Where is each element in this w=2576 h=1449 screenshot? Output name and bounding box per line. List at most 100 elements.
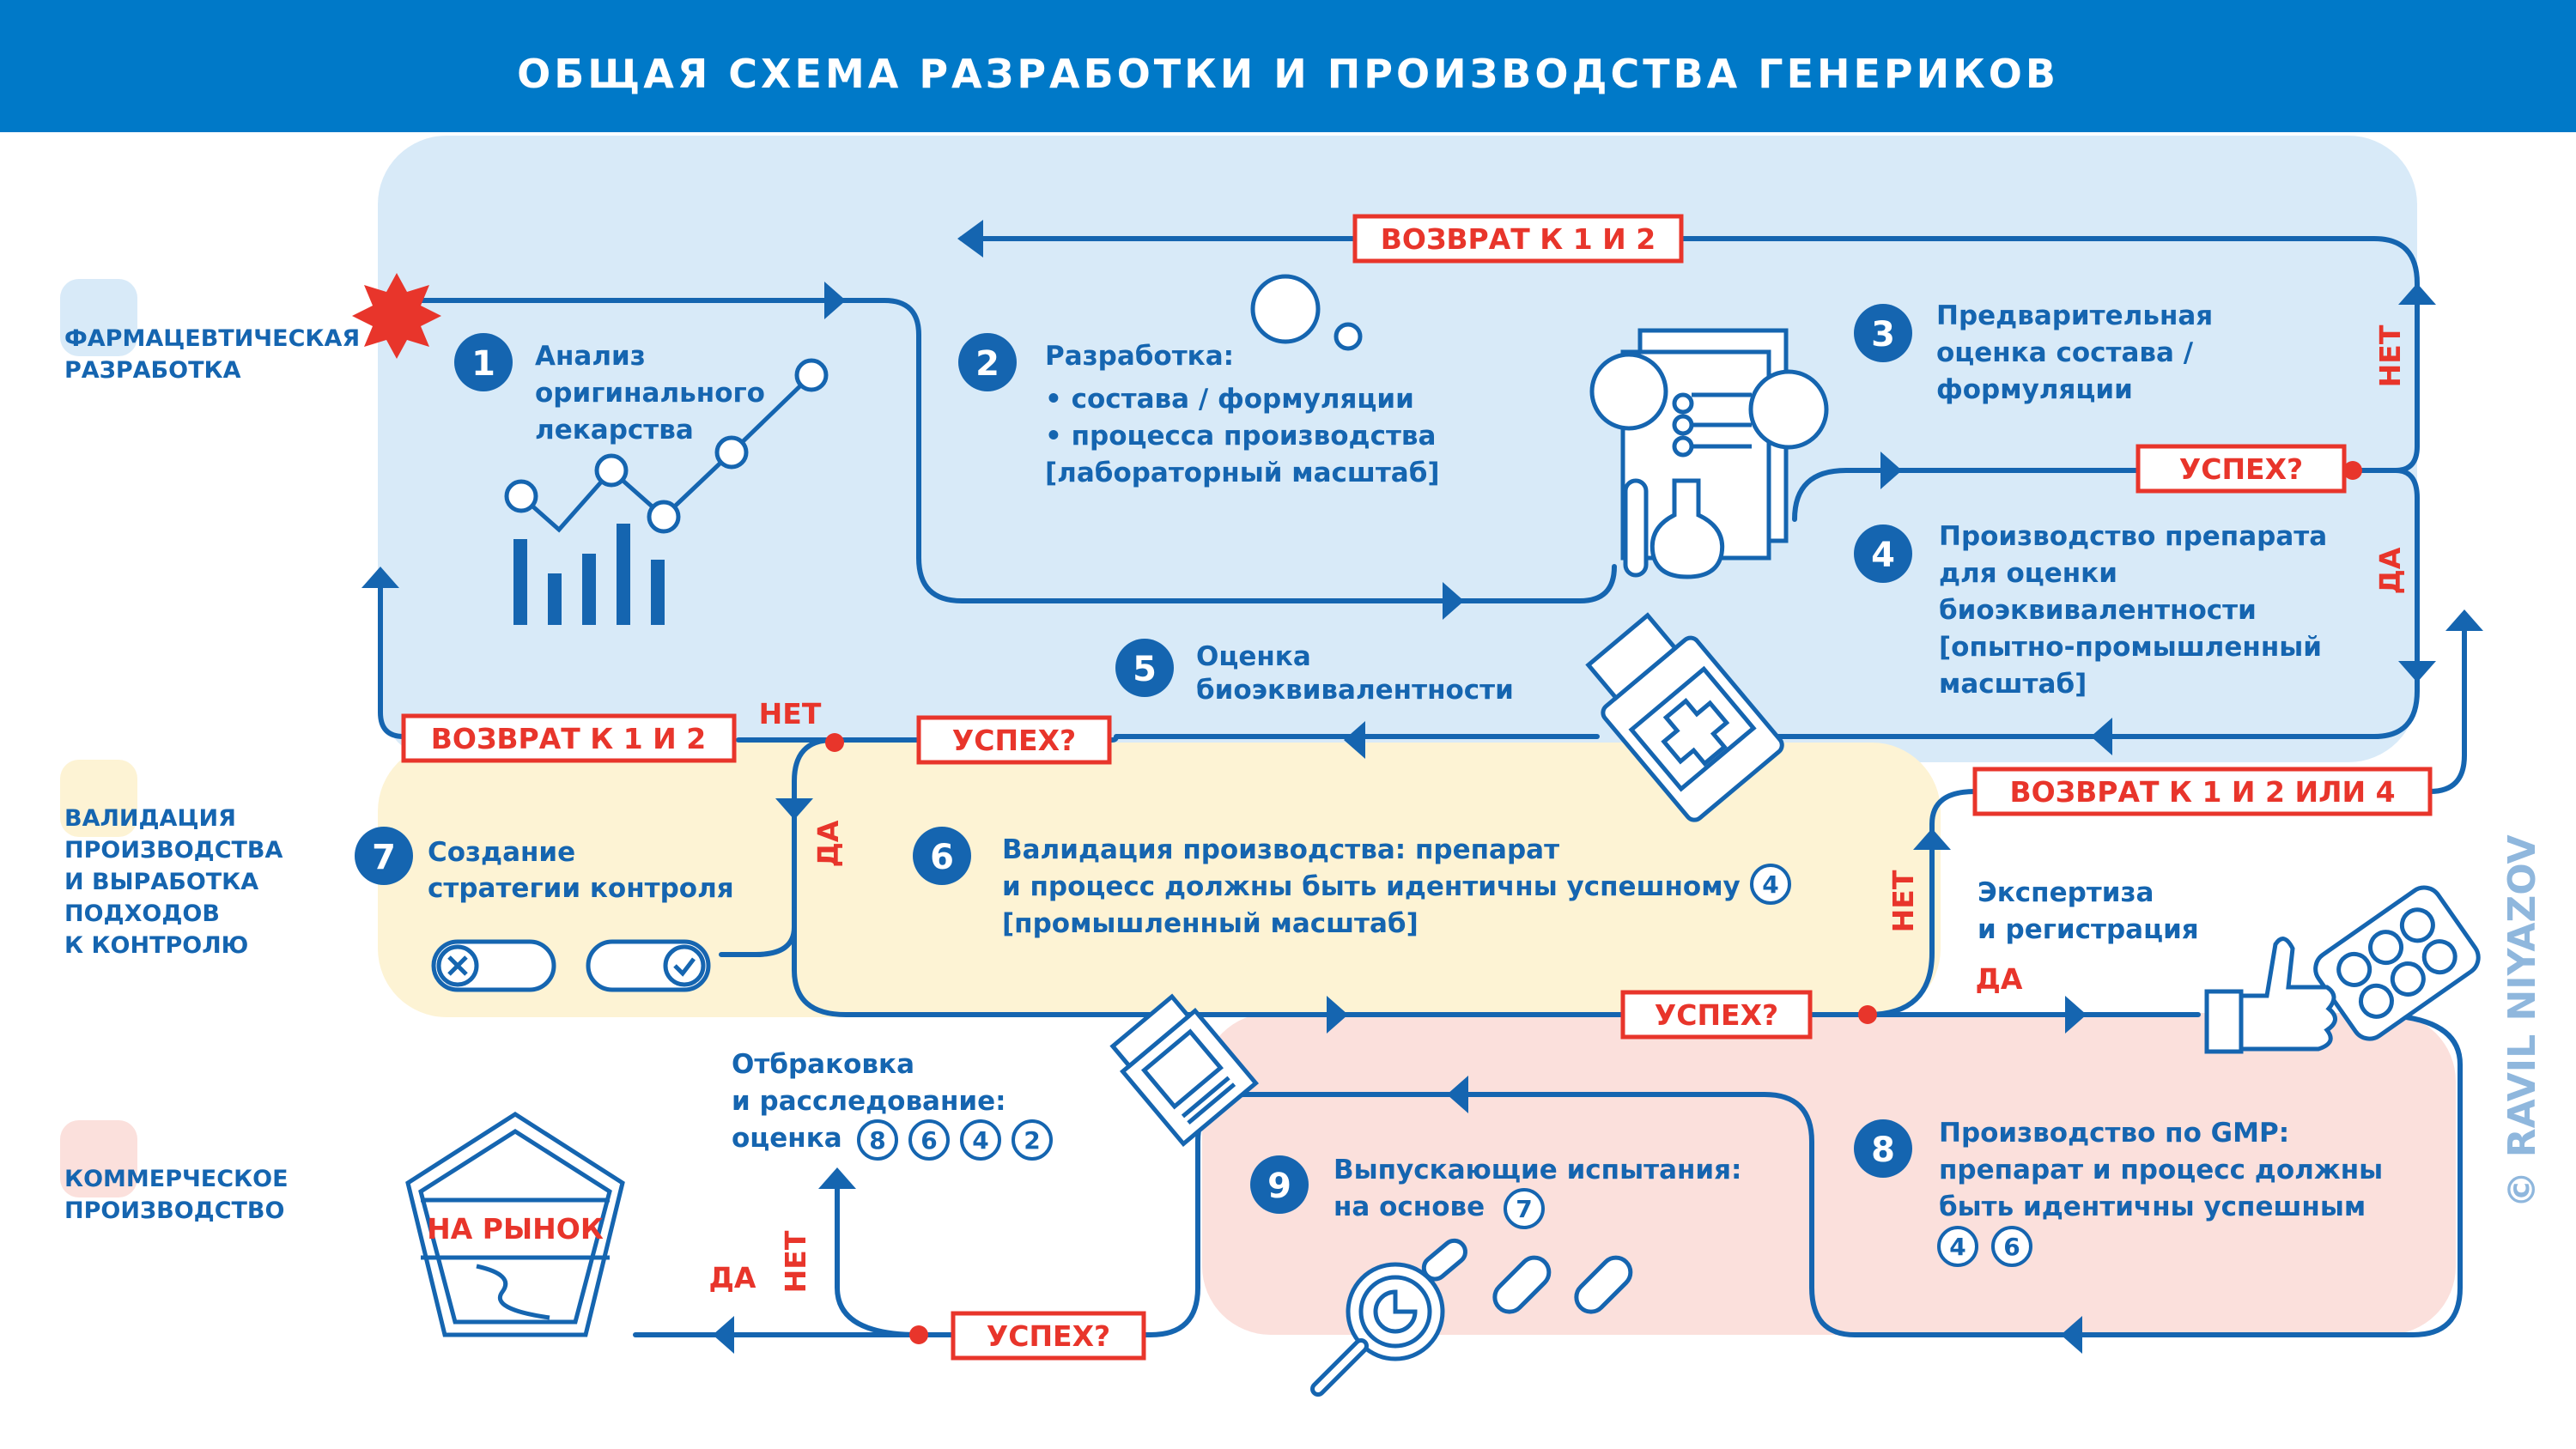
flow-line-1-2 — [384, 298, 1617, 603]
no-6-label: НЕТ — [1886, 870, 1920, 932]
step-1-line-1: Анализ — [535, 341, 646, 372]
step-3-line-3: формуляции — [1936, 374, 2133, 405]
arrow-up — [818, 1167, 856, 1189]
ref-circle-step8-b — [1991, 1226, 2032, 1267]
bubbles-icon — [1250, 274, 1363, 351]
ref-rej-8: 8 — [869, 1126, 885, 1155]
return-right-label: ВОЗВРАТ К 1 И 2 ИЛИ 4 — [2009, 775, 2395, 809]
success-5-box — [916, 715, 1112, 765]
step-5-badge — [1115, 639, 1174, 697]
step-6-line-3: [промышленный масштаб] — [1002, 908, 1419, 939]
arrow-left — [2091, 718, 2112, 755]
step-2-text: Разработка: • состава / формуляции • про… — [1045, 341, 1445, 488]
thumbs-up-blister-icon — [2204, 885, 2481, 1054]
step-3-badge — [1854, 304, 1912, 362]
step-9-line-2: на основе — [1334, 1191, 1485, 1222]
no-9-label: НЕТ — [779, 1230, 812, 1293]
step-4-line-5: масштаб] — [1939, 669, 2087, 700]
step-6-badge — [913, 827, 971, 885]
legend-swatch-pharma — [60, 279, 137, 356]
step-2-number: 2 — [975, 344, 999, 384]
ref-step8-4: 4 — [1949, 1233, 1965, 1261]
arrow-up — [2445, 609, 2483, 631]
legend-validation-line-2: ПРОИЗВОДСТВА — [64, 837, 283, 864]
step-4-line-1: Производство препарата — [1939, 521, 2327, 552]
step-3-line-1: Предварительная — [1936, 300, 2213, 331]
step-8-number: 8 — [1871, 1131, 1895, 1170]
ref-circle-step9 — [1504, 1188, 1545, 1229]
flow-line-6-no — [1865, 615, 2467, 1017]
ref-rej-6: 6 — [920, 1126, 937, 1155]
arrow-down — [2398, 661, 2436, 682]
yes-9-label: ДА — [709, 1261, 756, 1294]
arrow-left — [1344, 721, 1365, 759]
step-8-text: Производство по GMP: препарат и процесс … — [1939, 1118, 2392, 1222]
legend-validation-line-5: К КОНТРОЛЮ — [64, 932, 248, 959]
arrow-right — [1443, 582, 1464, 620]
expertise-line-1: Экспертиза — [1978, 877, 2154, 908]
start-burst-icon — [352, 273, 441, 359]
step-4-badge — [1854, 524, 1912, 583]
step-4-line-2: для оценки — [1939, 558, 2117, 589]
step-7-badge — [355, 827, 413, 885]
return-right-box — [1972, 767, 2433, 816]
arrow-right — [2065, 996, 2087, 1034]
decision-dot — [909, 1325, 928, 1344]
return-top-label: ВОЗВРАТ К 1 И 2 — [1381, 222, 1656, 256]
legend-swatch-validation — [60, 760, 137, 837]
expertise-line-2: и регистрация — [1978, 914, 2199, 945]
market-label: НА РЫНОК — [427, 1212, 604, 1246]
legend-validation-line-1: ВАЛИДАЦИЯ — [64, 805, 236, 832]
legend-commercial-line-1: КОММЕРЧЕСКОЕ — [64, 1166, 289, 1192]
legend-commercial-line-2: ПРОИЗВОДСТВО — [64, 1197, 284, 1224]
step-2-line-2: • состава / формуляции — [1045, 384, 1414, 415]
magnifier-capsules-icon — [1310, 1238, 1633, 1397]
ref-step8-6: 6 — [2003, 1233, 2020, 1261]
step-7-number: 7 — [372, 838, 396, 877]
ref-circle-rej-b — [908, 1119, 950, 1161]
legend-pharma-line-2: РАЗРАБОТКА — [64, 357, 241, 384]
ref-circle-rej-a — [857, 1119, 898, 1161]
yes-6-label: ДА — [1976, 962, 2023, 996]
toggle-pills-icon — [431, 939, 711, 992]
decision-dot — [2343, 461, 2362, 480]
arrow-down — [775, 798, 813, 820]
step-2-line-4: [лабораторный масштаб] — [1045, 458, 1440, 488]
product-box-icon — [1109, 993, 1260, 1148]
legend-validation-line-4: ПОДХОДОВ — [64, 900, 220, 927]
arrow-left — [2061, 1316, 2082, 1354]
legend-validation: ВАЛИДАЦИЯ ПРОИЗВОДСТВА И ВЫРАБОТКА ПОДХО… — [64, 805, 291, 959]
arrow-right — [1327, 996, 1348, 1034]
legend-commercial: КОММЕРЧЕСКОЕ ПРОИЗВОДСТВО — [64, 1166, 296, 1224]
success-5-label: УСПЕХ? — [952, 724, 1076, 757]
step-1-number: 1 — [471, 344, 495, 384]
step-5-text: Оценка биоэквивалентности — [1196, 641, 1514, 706]
step-4-line-3: биоэквивалентности — [1939, 595, 2257, 626]
arrow-right — [1880, 452, 1902, 489]
step-2-line-3: • процесса производства — [1045, 421, 1436, 452]
success-6-box — [1620, 990, 1813, 1040]
decision-dot — [1858, 1005, 1877, 1024]
arrow-left — [713, 1316, 734, 1354]
step-1-text: Анализ оригинального лекарства — [535, 341, 775, 446]
ref-step6-4: 4 — [1762, 870, 1778, 899]
ref-circle-rej-d — [1012, 1119, 1053, 1161]
step-9-text: Выпускающие испытания: на основе — [1334, 1155, 1751, 1222]
zone-validation — [378, 743, 1941, 1017]
step-7-text: Создание стратегии контроля — [428, 837, 734, 904]
ref-circle-step8-a — [1937, 1226, 1978, 1267]
page-title: ОБЩАЯ СХЕМА РАЗРАБОТКИ И ПРОИЗВОДСТВА ГЕ… — [517, 51, 2059, 97]
step-7-line-1: Создание — [428, 837, 575, 868]
step-6-line-1: Валидация производства: препарат — [1002, 834, 1559, 865]
step-4-number: 4 — [1871, 536, 1895, 575]
legend-validation-line-3: И ВЫРАБОТКА — [64, 869, 258, 895]
ref-circle-rej-c — [960, 1119, 1001, 1161]
expertise-text: Экспертиза и регистрация — [1978, 877, 2199, 945]
arrow-right — [824, 282, 846, 319]
step-8-line-1: Производство по GMP: — [1939, 1118, 2289, 1149]
step-7-line-2: стратегии контроля — [428, 873, 734, 904]
step-1-badge — [454, 333, 513, 391]
arrow-left — [1447, 1076, 1468, 1113]
step-1-line-3: лекарства — [535, 415, 694, 446]
